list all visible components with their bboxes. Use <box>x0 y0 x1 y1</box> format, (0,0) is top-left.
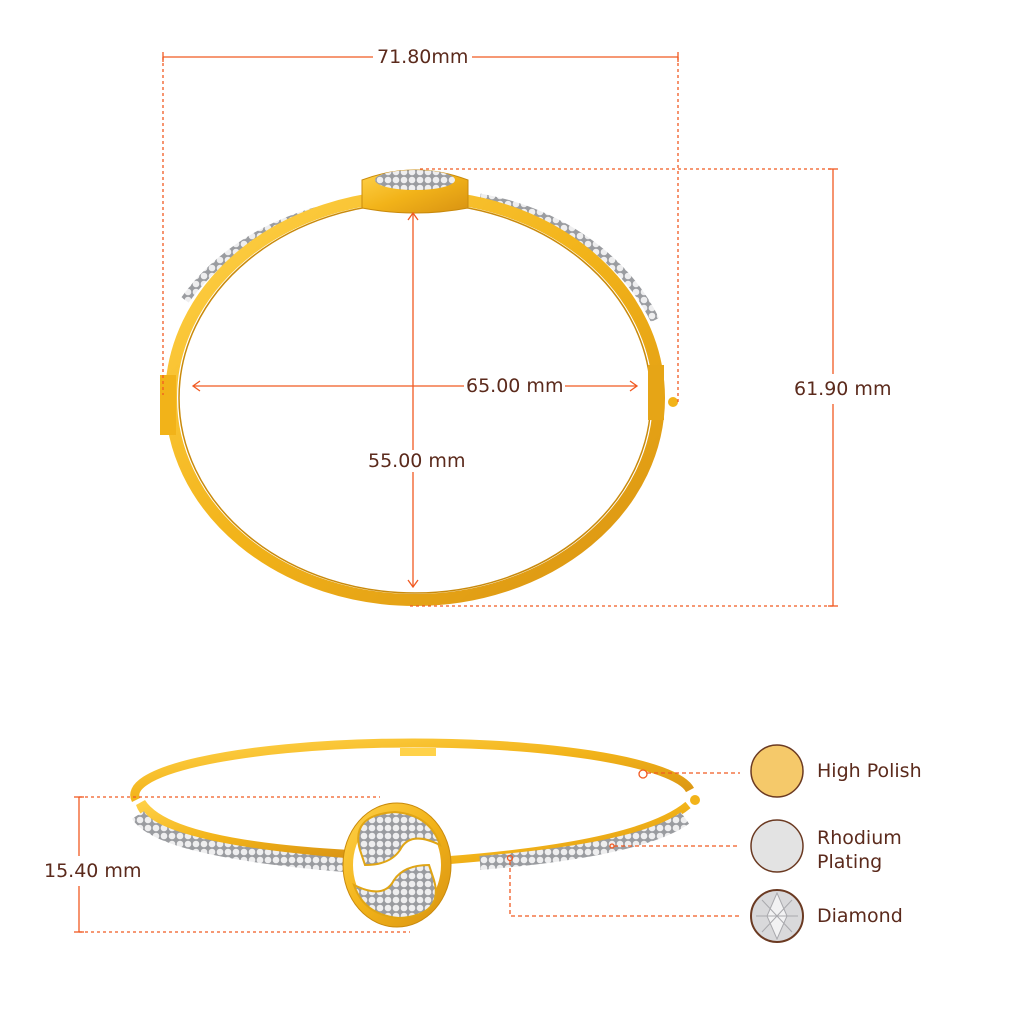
top-dimension-lines <box>162 52 838 607</box>
top-view-bangle <box>160 169 678 606</box>
clasp <box>648 365 664 420</box>
outer-width-label: 71.80mm <box>373 46 473 68</box>
band-height-label: 15.40 mm <box>44 856 142 886</box>
band-back <box>130 738 694 803</box>
hinge-left <box>160 375 176 435</box>
diamond-swatch <box>750 889 804 943</box>
outer-height-label: 61.90 mm <box>794 374 892 404</box>
legend-high-polish: High Polish <box>817 760 922 782</box>
high-polish-swatch <box>750 744 804 798</box>
rhodium-plating-swatch <box>750 819 804 873</box>
side-view-bangle <box>130 738 700 928</box>
inner-width-label: 65.00 mm <box>464 375 566 397</box>
diamond-row-right <box>479 812 690 870</box>
legend-rhodium-plating: Rhodium Plating <box>817 827 902 873</box>
diamond-row-right <box>479 193 660 322</box>
legend-diamond: Diamond <box>817 905 903 927</box>
inner-height-label: 55.00 mm <box>366 450 468 472</box>
band-outer <box>165 190 665 606</box>
diamond-row-left <box>132 810 346 872</box>
